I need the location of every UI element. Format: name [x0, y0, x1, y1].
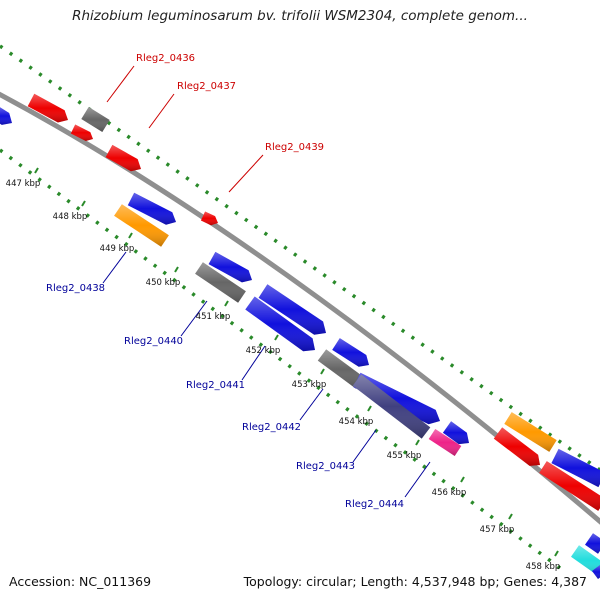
scale-tick-label: 450 kbp [146, 278, 181, 288]
gene-features [0, 93, 600, 579]
scale-tick-label: 452 kbp [246, 346, 281, 356]
gene-feature-shading [352, 374, 431, 439]
gene-feature-shading [493, 427, 540, 466]
gene-feature-shading [114, 204, 169, 247]
gene-feature-shading [200, 211, 218, 226]
gene-label-leader [106, 65, 135, 103]
gene-feature-shading [571, 545, 600, 576]
gene-feature-shading [258, 284, 326, 335]
gene-label-leader [352, 429, 377, 463]
accession-text: Accession: NC_011369 [9, 574, 152, 589]
scale-tick-label: 451 kbp [196, 312, 231, 322]
scale-tick-label: 453 kbp [292, 380, 327, 390]
label-leader-lines [102, 65, 431, 498]
gene-label[interactable]: Rleg2_0437 [177, 81, 236, 92]
gene-label-leader [299, 388, 324, 421]
gene-feature-shading [332, 338, 369, 367]
gene-label-leader [102, 251, 127, 284]
scale-tick-mark [274, 334, 279, 341]
gene-feature-shading [585, 533, 600, 554]
gene-label[interactable]: Rleg2_0438 [46, 283, 105, 294]
topology-summary: Topology: circular; Length: 4,537,948 bp… [243, 574, 587, 589]
gene-label[interactable]: Rleg2_0442 [242, 422, 301, 433]
gene-feature-shading [105, 144, 141, 172]
scale-tick-mark [224, 300, 229, 307]
scale-ticks: 447 kbp 448 kbp 449 kbp 450 kbp 451 kbp 452 k… [6, 167, 561, 572]
scale-tick-mark [128, 232, 133, 239]
scale-tick-mark [460, 476, 465, 483]
gene-label[interactable]: Rleg2_0443 [296, 461, 355, 472]
scale-tick-label: 456 kbp [432, 488, 467, 498]
scale-tick-label: 457 kbp [480, 525, 515, 535]
gene-feature-shading [442, 421, 469, 445]
gene-feature-shading [208, 251, 252, 283]
map-title: Rhizobium leguminosarum bv. trifolii WSM… [72, 8, 528, 24]
gene-label-leader [148, 93, 175, 129]
inner-dotted-line [0, 148, 562, 570]
gene-label[interactable]: Rleg2_0440 [124, 336, 183, 347]
gene-label-leader [241, 345, 266, 381]
gene-feature-shading [127, 192, 176, 225]
gene-label-leader [180, 300, 208, 337]
scale-tick-label: 449 kbp [100, 244, 135, 254]
gene-label[interactable]: Rleg2_0441 [186, 380, 245, 391]
gene-feature-shading [245, 296, 315, 352]
scale-tick-label: 448 kbp [53, 212, 88, 222]
gene-feature-shading [81, 107, 110, 132]
scale-tick-mark [174, 266, 179, 273]
gene-feature-shading [70, 124, 93, 141]
gene-labels: Rleg2_0436Rleg2_0437Rleg2_0439Rleg2_0438… [46, 53, 404, 510]
gene-feature-shading [27, 93, 68, 123]
gene-feature-shading [317, 349, 365, 389]
gene-label[interactable]: Rleg2_0436 [136, 53, 195, 64]
scale-tick-label: 455 kbp [387, 451, 422, 461]
scale-tick-label: 454 kbp [339, 417, 374, 427]
scale-tick-label: 447 kbp [6, 179, 41, 189]
scale-tick-mark [34, 167, 39, 174]
scale-tick-mark [81, 200, 86, 207]
gene-label[interactable]: Rleg2_0439 [265, 142, 324, 153]
gene-feature-shading [0, 107, 12, 125]
scale-tick-mark [367, 405, 372, 412]
gene-feature-shading [551, 448, 600, 488]
scale-tick-mark [415, 439, 420, 446]
gene-feature-shading [504, 412, 557, 452]
scale-tick-mark [554, 550, 559, 557]
gene-label-leader [404, 461, 431, 498]
gene-feature-shading [592, 565, 600, 579]
scale-tick-mark [508, 513, 513, 520]
gene-label[interactable]: Rleg2_0444 [345, 499, 404, 510]
gene-feature-shading [428, 429, 462, 456]
scale-tick-label: 458 kbp [526, 562, 561, 572]
gene-feature-shading [539, 461, 600, 511]
scale-tick-mark [320, 368, 325, 375]
gene-label-leader [228, 154, 264, 193]
gene-feature-shading [195, 262, 246, 303]
